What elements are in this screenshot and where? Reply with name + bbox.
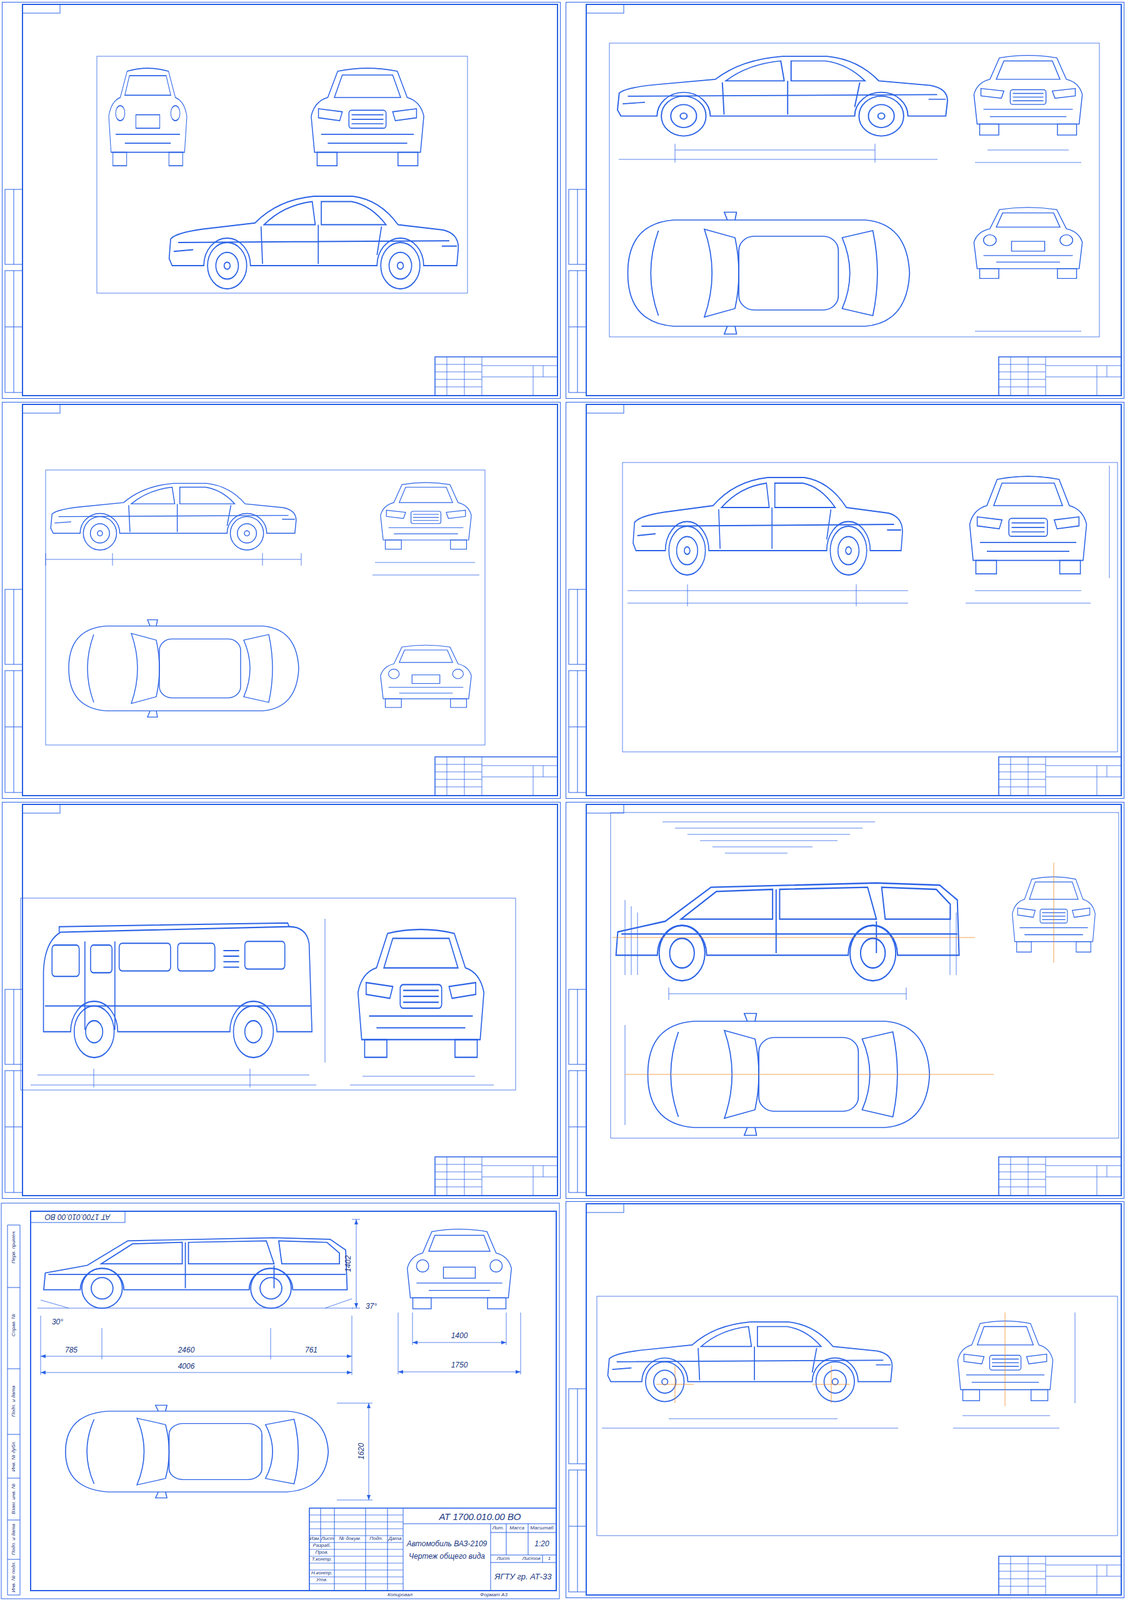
front-view xyxy=(380,482,472,550)
designation-stamp: АТ 1700.010.00 ВО xyxy=(45,1213,111,1221)
angle-dimension: 37° xyxy=(365,1302,377,1310)
margin-label: Подп. и дата xyxy=(11,1523,17,1555)
dimension-lines xyxy=(30,143,1110,1429)
dimension: 785 xyxy=(65,1346,78,1354)
top-view xyxy=(68,620,299,718)
sheet-frame xyxy=(2,2,561,399)
table-header: Масса xyxy=(509,1525,525,1531)
side-view xyxy=(50,483,297,550)
top-view xyxy=(628,212,910,335)
margin-label: Справ. № xyxy=(11,1313,17,1337)
dimension: 761 xyxy=(305,1346,318,1354)
scale-value: 1:20 xyxy=(534,1540,549,1548)
table-header: Изм. xyxy=(309,1536,320,1542)
sheet-frame xyxy=(566,1201,1125,1599)
view-regions xyxy=(20,43,1119,1536)
table-row-label: Утв. xyxy=(316,1577,328,1583)
side-view xyxy=(617,56,948,136)
side-view xyxy=(169,196,459,289)
front-view xyxy=(358,929,484,1058)
dimension: 2460 xyxy=(178,1346,195,1354)
center-lines xyxy=(612,862,1054,1407)
front-view xyxy=(957,1321,1053,1401)
top-view xyxy=(65,1405,329,1498)
table-header: Лит. xyxy=(492,1525,505,1531)
sheet-frame xyxy=(566,802,1125,1199)
table-header: Дата xyxy=(388,1536,402,1542)
margin-label: Взам. инв. № xyxy=(11,1483,17,1514)
dimension: 4006 xyxy=(178,1362,195,1370)
drawing-title: Автомобиль ВАЗ-2109 xyxy=(406,1540,488,1548)
margin-label: Подп. и дата xyxy=(11,1385,17,1417)
sheet-frame xyxy=(2,402,561,799)
dimension: 1750 xyxy=(451,1361,469,1369)
rear-view xyxy=(407,1229,512,1309)
dimension: 1620 xyxy=(357,1443,365,1460)
dimension: 1402 xyxy=(344,1255,352,1273)
side-view xyxy=(43,1237,348,1309)
rear-view xyxy=(380,645,472,708)
table-row-label: Пров. xyxy=(315,1550,329,1555)
front-view xyxy=(970,476,1087,574)
front-view xyxy=(973,55,1082,135)
table-header: Масштаб xyxy=(530,1525,554,1531)
angle-dimension: 30° xyxy=(51,1318,64,1326)
table-header: Лист xyxy=(321,1536,335,1542)
organization: ЯГТУ гр. АТ-33 xyxy=(495,1572,552,1581)
dimension-arrows xyxy=(40,1219,521,1500)
side-view xyxy=(607,1321,892,1402)
sheet-frame xyxy=(566,2,1125,399)
margin-label: Перв. примен. xyxy=(11,1230,17,1264)
sheet-7-dimensions xyxy=(37,1219,521,1500)
table-header: Подп. xyxy=(369,1536,383,1542)
table-cell: 1 xyxy=(548,1556,551,1562)
front-view xyxy=(311,68,424,166)
side-view xyxy=(633,477,903,575)
rear-view xyxy=(108,68,187,166)
sheet-7-frame xyxy=(1,1203,560,1599)
drawing-title: Чертеж общего вида xyxy=(408,1552,485,1560)
table-header: Лист xyxy=(496,1556,510,1562)
rear-view xyxy=(973,207,1082,279)
sheet-frame xyxy=(566,402,1125,799)
car-views xyxy=(43,55,1096,1499)
dimension: 1400 xyxy=(451,1331,469,1340)
table-row-label: Т.контр. xyxy=(311,1556,332,1562)
margin-label: Инв. № подл. xyxy=(11,1561,17,1593)
table-header: Листов xyxy=(521,1556,540,1562)
side-view xyxy=(616,883,960,981)
table-header: № докум. xyxy=(338,1536,361,1542)
sheet-frame xyxy=(2,802,561,1199)
footer-note: Копировал xyxy=(387,1592,413,1598)
drawing-designation: АТ 1700.010.00 ВО xyxy=(439,1511,522,1522)
table-row-label: Разраб. xyxy=(313,1543,332,1549)
side-view xyxy=(43,923,313,1058)
footer-note: Формат А3 xyxy=(480,1592,508,1598)
table-row-label: Н.контр. xyxy=(311,1570,333,1576)
margin-label: Инв. № дубл. xyxy=(11,1440,17,1472)
